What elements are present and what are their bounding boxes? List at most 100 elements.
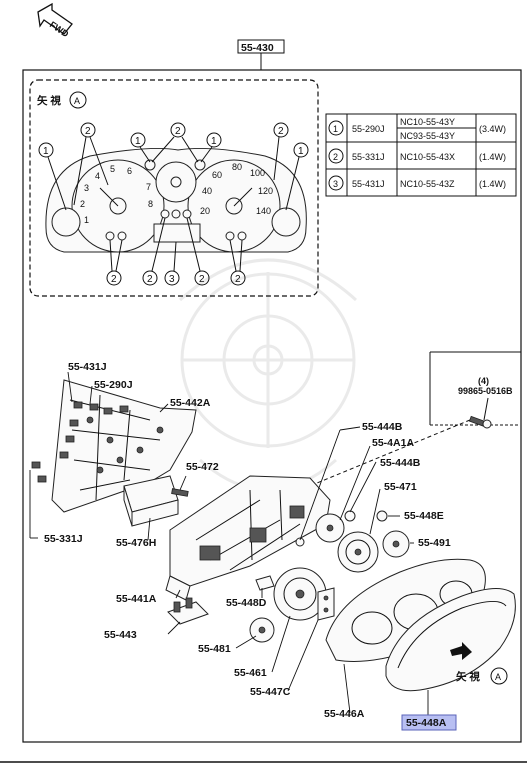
label-55-444b-2: 55-444B [380,457,421,469]
cluster-face [45,147,307,253]
label-55-448e: 55-448E [404,510,444,522]
right-small-gauge [271,207,301,237]
table-row3-code: NC10-55-43Z [400,179,455,189]
socket-444b-2 [344,510,356,522]
indicator-panel [153,223,201,243]
view-a-letter: A [74,96,80,106]
svg-text:20: 20 [200,206,210,216]
fwd-arrow-icon: FWD [37,2,73,39]
socket-444b-1 [295,537,305,547]
watermark-emblem [178,258,358,492]
speedometer-ticks: 20 40 60 80 100 120 140 [200,162,273,216]
label-55-331j: 55-331J [44,533,83,545]
view-a-frame [29,79,319,297]
label-55-448d: 55-448D [226,597,267,609]
svg-text:3: 3 [84,183,89,193]
table-row1-code-a: NC10-55-43Y [400,117,455,127]
tach-movement-461 [273,567,327,621]
svg-text:2: 2 [175,126,181,137]
svg-text:2: 2 [85,126,91,137]
svg-text:1: 1 [135,136,141,147]
bulb-table: 1 2 3 55-290J 55-331J 55-431J NC10-55-43… [325,113,517,197]
svg-text:100: 100 [250,168,265,178]
label-55-444b-1: 55-444B [362,421,403,433]
label-55-447c: 55-447C [250,686,291,698]
gauge-491 [382,530,410,558]
table-row1-num: 1 [333,124,338,134]
table-row3-part: 55-431J [352,179,385,189]
svg-text:1: 1 [84,215,89,225]
label-55-446a: 55-446A [324,708,365,720]
gauge-481 [249,617,275,643]
svg-text:1: 1 [298,146,304,157]
bulb-markers: 1 1 1 1 2 2 2 2 2 3 2 2 [38,122,309,286]
view-a-arrow-label: 矢 視 [456,670,480,683]
tachometer-ticks: 1 2 3 4 5 6 7 8 [80,164,153,225]
view-a-arrow-icon [450,642,472,660]
svg-text:2: 2 [278,126,284,137]
table-row1-watt: (3.4W) [479,124,506,134]
bracket-443 [167,597,209,625]
svg-text:2: 2 [80,199,85,209]
label-55-491: 55-491 [418,537,451,549]
table-row3-watt: (1.4W) [479,179,506,189]
screw-icon [468,415,492,429]
table-row2-part: 55-331J [352,152,385,162]
table-row2-watt: (1.4W) [479,152,506,162]
svg-text:80: 80 [232,162,242,172]
label-55-471: 55-471 [384,481,417,493]
table-row1-code-b: NC93-55-43Y [400,131,455,141]
speed-movement-471 [337,531,379,573]
table-row1-part: 55-290J [352,124,385,134]
label-55-476h: 55-476H [116,537,156,549]
label-55-431j: 55-431J [68,361,107,373]
svg-text:2: 2 [235,274,241,285]
label-55-448a: 55-448A [406,717,447,729]
label-55-472: 55-472 [186,461,219,473]
screw-inset: (4) 99865-0516B [299,351,521,491]
view-a-title: 矢 視 [37,94,61,107]
table-row3-num: 3 [333,179,338,189]
leader-lines [29,371,429,715]
label-55-448a-highlight [401,714,457,731]
label-55-442a: 55-442A [170,397,211,409]
plate-447c [317,587,335,621]
bulb-sockets [31,401,129,483]
svg-text:3: 3 [169,274,175,285]
label-55-481: 55-481 [198,643,231,655]
assembly-frame [22,69,522,743]
table-row2-num: 2 [333,152,338,162]
module-476h [123,475,179,527]
svg-text:2: 2 [147,274,153,285]
view-a-arrow-letter: A [495,672,501,682]
svg-text:140: 140 [256,206,271,216]
gauge-4a1a [315,513,345,543]
view-a-arrow-circle [490,667,508,685]
svg-text:1: 1 [43,146,49,157]
bulb-448e [376,510,388,522]
svg-text:60: 60 [212,170,222,180]
label-55-441a: 55-441A [116,593,157,605]
top-part-label: 55-430 [241,42,274,54]
screw-part: 99865-0516B [458,386,513,396]
plate-448d [255,575,275,591]
label-55-4a1a: 55-4A1A [372,437,414,449]
part-labels: 55-431J 55-290J 55-442A 55-472 55-331J 5… [44,361,451,720]
table-row2-code: NC10-55-43X [400,152,455,162]
lens-cover-448a [385,588,516,692]
screw-qty: (4) [478,376,489,386]
view-a-circle [69,91,87,109]
svg-text:2: 2 [199,274,205,285]
label-55-290j: 55-290J [94,379,133,391]
left-small-gauge [51,207,81,237]
label-55-443: 55-443 [104,629,137,641]
svg-text:5: 5 [110,164,115,174]
svg-text:7: 7 [146,182,151,192]
svg-text:4: 4 [95,171,100,181]
svg-text:40: 40 [202,186,212,196]
svg-text:120: 120 [258,186,273,196]
svg-text:1: 1 [211,136,217,147]
svg-text:2: 2 [111,274,117,285]
svg-text:8: 8 [148,199,153,209]
